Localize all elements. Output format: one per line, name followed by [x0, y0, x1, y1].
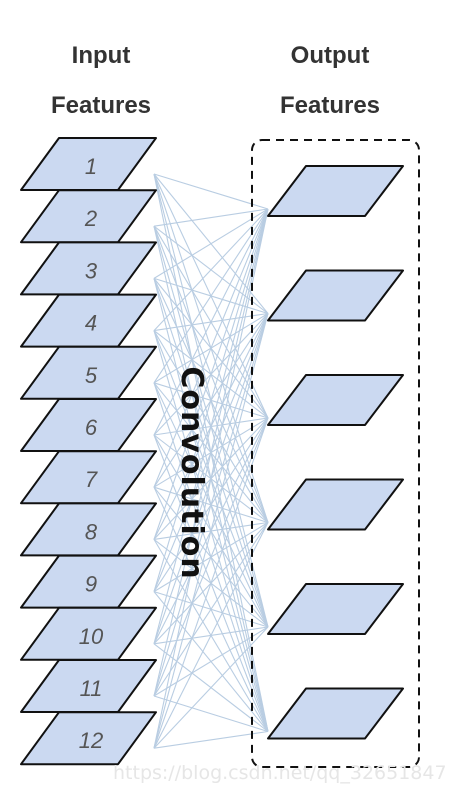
- connection-line: [153, 522, 269, 749]
- input-feature-number: 4: [85, 311, 97, 336]
- input-feature-8: 8: [20, 502, 157, 557]
- convolution-label: Convolution: [174, 366, 209, 579]
- output-feature-1: [267, 165, 404, 217]
- input-feature-number: 3: [85, 258, 98, 283]
- connection-line: [153, 208, 269, 488]
- output-feature-stack: [267, 165, 404, 740]
- input-heading-line1: Input: [72, 42, 131, 69]
- connection-line: [153, 626, 269, 749]
- connection-line: [153, 208, 269, 592]
- input-feature-11: 11: [20, 659, 157, 713]
- input-feature-4: 4: [20, 293, 157, 348]
- connection-line: [153, 695, 269, 733]
- output-feature-4: [267, 478, 404, 531]
- input-feature-shape: [20, 711, 157, 766]
- input-feature-10: 10: [20, 606, 157, 661]
- input-feature-number: 8: [85, 519, 98, 544]
- input-feature-number: 10: [79, 624, 104, 649]
- watermark-text: https://blog.csdn.net/qq_32651847: [113, 762, 447, 784]
- connection-line: [153, 208, 269, 331]
- output-feature-6: [267, 687, 404, 740]
- connection-line: [153, 313, 269, 697]
- connection-line: [153, 208, 269, 436]
- input-feature-3: 3: [20, 241, 157, 296]
- output-features-heading: Output Features: [280, 42, 380, 119]
- input-feature-2: 2: [20, 189, 157, 244]
- input-feature-12: 12: [20, 711, 157, 766]
- connection-line: [153, 208, 269, 279]
- connection-line: [153, 522, 269, 697]
- input-feature-number: 2: [84, 206, 97, 231]
- input-feature-5: 5: [20, 345, 157, 400]
- connection-line: [153, 417, 269, 697]
- output-feature-5: [267, 583, 404, 635]
- connection-line: [153, 208, 269, 227]
- connection-line: [153, 417, 269, 749]
- connection-line: [153, 208, 269, 384]
- output-feature-3: [267, 374, 404, 426]
- connection-line: [153, 208, 269, 697]
- connection-line: [153, 173, 269, 210]
- input-feature-number: 5: [85, 363, 98, 388]
- input-feature-number: 6: [85, 415, 98, 440]
- input-feature-number: 12: [79, 728, 103, 753]
- output-features-dashed-box: [251, 139, 420, 768]
- convolution-connections: [153, 173, 269, 749]
- input-feature-7: 7: [20, 450, 157, 505]
- input-feature-number: 1: [85, 154, 97, 179]
- connection-line: [153, 730, 269, 749]
- input-feature-9: 9: [20, 554, 157, 609]
- input-feature-number: 9: [85, 572, 97, 597]
- input-features-heading: Input Features: [51, 42, 151, 119]
- connection-line: [153, 208, 269, 749]
- input-heading-line2: Features: [51, 92, 151, 119]
- input-feature-6: 6: [20, 398, 157, 452]
- output-heading-line1: Output: [291, 42, 370, 69]
- input-feature-number: 7: [85, 467, 98, 492]
- output-heading-line2: Features: [280, 92, 380, 119]
- connection-line: [153, 208, 269, 644]
- connection-line: [153, 208, 269, 540]
- output-feature-2: [267, 269, 404, 322]
- input-feature-1: 1: [20, 137, 157, 191]
- connection-line: [153, 313, 269, 749]
- connection-line: [153, 626, 269, 697]
- input-feature-number: 11: [80, 676, 103, 701]
